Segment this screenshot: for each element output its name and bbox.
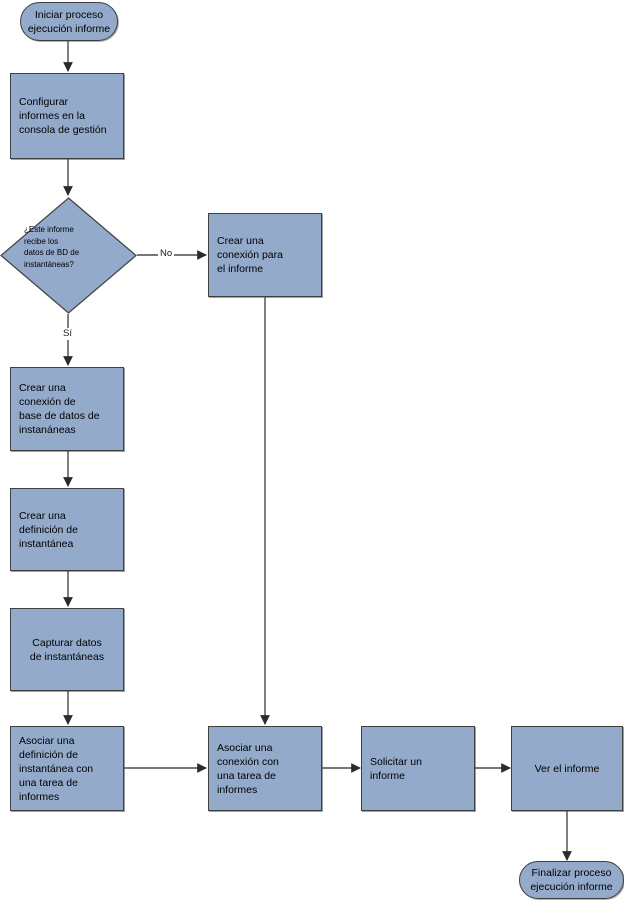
node-crear-conexion-informe[interactable]: Crear una conexión para el informe (208, 213, 322, 297)
node-configurar-informes[interactable]: Configurar informes en la consola de ges… (10, 73, 124, 159)
node-configurar-informes-label: Configurar informes en la consola de ges… (19, 96, 107, 136)
node-crear-conexion-informe-label: Crear una conexión para el informe (217, 235, 283, 275)
node-solicitar-informe-label: Solicitar un informe (370, 755, 422, 782)
node-capturar-datos-label: Capturar datos de instantáneas (29, 636, 105, 663)
node-start[interactable]: Iniciar proceso ejecución informe (20, 2, 118, 41)
node-decision-origen-datos-label: ¿Este informe recibe los datos de BD de … (24, 225, 80, 269)
node-crear-definicion-instantanea[interactable]: Crear una definición de instantánea (10, 488, 124, 571)
node-asociar-definicion-tarea[interactable]: Asociar una definición de instantánea co… (10, 726, 124, 811)
node-end[interactable]: Finalizar proceso ejecución informe (519, 861, 624, 899)
node-solicitar-informe[interactable]: Solicitar un informe (361, 726, 475, 811)
node-crear-conexion-bd-label: Crear una conexión de base de datos de i… (19, 382, 100, 436)
node-asociar-definicion-tarea-label: Asociar una definición de instantánea co… (19, 734, 94, 803)
node-end-label: Finalizar proceso ejecución informe (530, 867, 613, 893)
node-asociar-conexion-tarea-label: Asociar una conexión con una tarea de in… (217, 741, 279, 796)
node-decision-origen-datos[interactable]: ¿Este informe recibe los datos de BD de … (0, 197, 137, 314)
node-ver-informe-label: Ver el informe (534, 762, 600, 775)
edge-label-yes: Sí (61, 328, 74, 340)
node-crear-definicion-instantanea-label: Crear una definición de instantánea (19, 509, 78, 550)
node-capturar-datos[interactable]: Capturar datos de instantáneas (10, 608, 124, 691)
node-ver-informe[interactable]: Ver el informe (511, 726, 623, 811)
node-start-label: Iniciar proceso ejecución informe (27, 8, 111, 35)
node-asociar-conexion-tarea[interactable]: Asociar una conexión con una tarea de in… (208, 726, 322, 811)
node-crear-conexion-bd[interactable]: Crear una conexión de base de datos de i… (10, 367, 124, 451)
edge-label-no: No (158, 248, 175, 260)
